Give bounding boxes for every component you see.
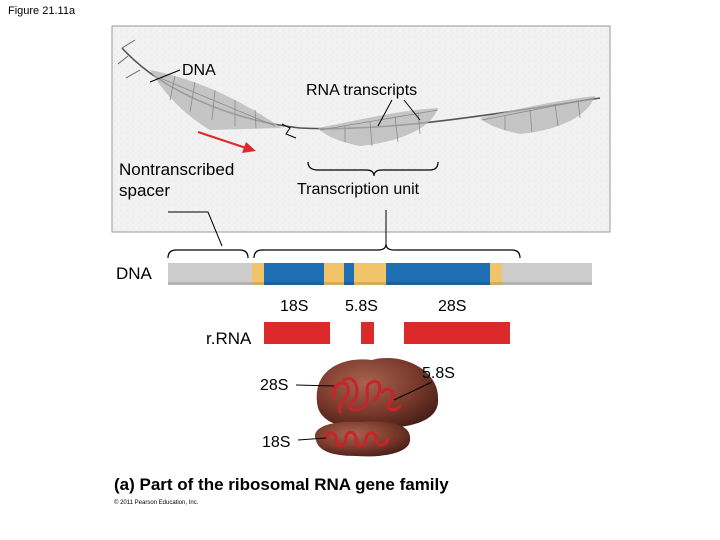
transcript-feather bbox=[480, 96, 596, 134]
transcript-feather bbox=[318, 108, 439, 147]
micrograph-dna-label: DNA bbox=[182, 62, 216, 79]
ribosome-5-8s-label: 5.8S bbox=[422, 365, 455, 382]
spacer-connector bbox=[168, 211, 223, 247]
gene-bar-shadow bbox=[168, 282, 592, 285]
gene-map-dna-label: DNA bbox=[116, 264, 153, 283]
micrograph-panel: DNA RNA transcripts Nontranscribed space… bbox=[111, 25, 611, 233]
red-arrow-icon bbox=[197, 130, 256, 153]
spacer-label-line1: Nontranscribed bbox=[119, 160, 234, 179]
rrna-28s-bar bbox=[404, 322, 510, 344]
rrna-5-8s-label: 5.8S bbox=[345, 298, 378, 315]
rrna-18s-label: 18S bbox=[280, 298, 308, 315]
transcription-unit-bracket bbox=[307, 161, 439, 177]
gene-segment-spacer bbox=[502, 263, 592, 285]
ribosome-28s-pointer bbox=[295, 384, 335, 387]
figure-caption: (a) Part of the ribosomal RNA gene famil… bbox=[114, 475, 449, 494]
rrna-5-8s-bar bbox=[361, 322, 374, 344]
ribosome-18s-pointer bbox=[297, 437, 327, 441]
gene-segment-18s bbox=[264, 263, 324, 285]
rrna-28s-label: 28S bbox=[438, 298, 466, 315]
gene-segment-spacer bbox=[168, 263, 252, 285]
rna-transcripts-pointer bbox=[377, 99, 421, 127]
ribosome-18s-rna bbox=[324, 430, 390, 448]
rna-transcripts-label: RNA transcripts bbox=[306, 82, 417, 99]
spacer-bracket bbox=[281, 123, 297, 139]
ribosome-28s-label: 28S bbox=[260, 377, 288, 394]
dna-pointer-line bbox=[149, 69, 181, 83]
transcript-feather bbox=[150, 70, 282, 130]
gene-segment-flank bbox=[252, 263, 264, 285]
spacer-label-line2: spacer bbox=[119, 181, 170, 200]
ribosome-large-subunit bbox=[316, 357, 439, 429]
figure-id: Figure 21.11a bbox=[8, 5, 76, 17]
ribosome bbox=[314, 357, 439, 457]
transcription-unit-label: Transcription unit bbox=[297, 181, 420, 198]
ribosome-5-8s-pointer bbox=[393, 381, 433, 401]
spacer-brace bbox=[167, 249, 249, 259]
gene-segment-flank bbox=[490, 263, 502, 285]
dna-branch bbox=[117, 39, 141, 79]
rrna-label: r.RNA bbox=[206, 329, 252, 348]
gene-segment-28s bbox=[386, 263, 490, 285]
gene-map-bar bbox=[168, 263, 592, 285]
transcription-unit-brace bbox=[253, 243, 521, 259]
ribosome-5-8s-rna bbox=[380, 387, 402, 412]
gene-segment-5-8s bbox=[344, 263, 354, 285]
gene-segment-flank bbox=[324, 263, 344, 285]
ribosome-28s-rna bbox=[331, 376, 382, 414]
ribosome-small-subunit bbox=[314, 421, 411, 457]
ribosome-18s-label: 18S bbox=[262, 434, 290, 451]
rrna-18s-bar bbox=[264, 322, 330, 344]
gene-segment-flank bbox=[354, 263, 386, 285]
copyright-notice: © 2011 Pearson Education, Inc. bbox=[114, 499, 199, 506]
